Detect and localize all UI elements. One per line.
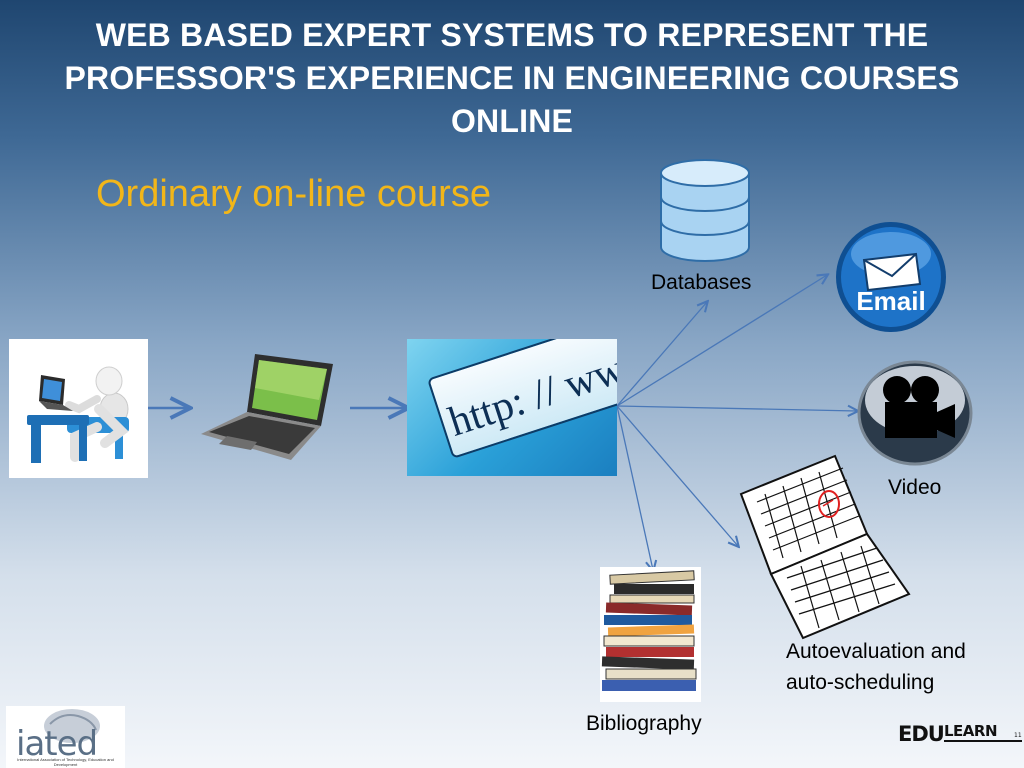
edulearn-logo: EDU LEARN 11 [898,722,1024,748]
slide-title: WEB BASED EXPERT SYSTEMS TO REPRESENT TH… [64,17,960,139]
web-url-image: http: // www [407,339,617,476]
arrow-to-video [616,406,857,411]
globe-icon [44,709,100,743]
slide-subtitle: Ordinary on-line course [96,173,491,215]
label-autoevaluation-line2: auto-scheduling [786,671,935,694]
arrow-to-bibliography [616,405,653,570]
edulearn-logo-edu: EDU [898,722,945,746]
calendar-icon [737,452,913,642]
edulearn-logo-learn: LEARN [944,722,998,740]
email-icon: Email [834,220,948,334]
label-video: Video [888,476,942,499]
edulearn-logo-suffix: 11 [1014,732,1022,739]
iated-logo-caption: International Association of Technology,… [17,757,114,767]
arrow-to-autoevaluation [616,405,738,546]
iated-logo: iated International Association of Techn… [6,706,125,768]
label-autoevaluation-line1: Autoevaluation and [786,640,966,663]
arrow-to-databases [616,302,707,407]
label-databases: Databases [651,271,752,294]
laptop-image [197,350,337,465]
books-icon [600,567,701,702]
arrow-to-email [616,275,827,407]
database-icon [657,157,753,265]
video-camera-icon [857,360,973,466]
user-at-computer-image [9,339,148,478]
label-bibliography: Bibliography [586,712,702,735]
iated-logo-text: iated [16,724,98,764]
email-text: Email [856,286,926,316]
